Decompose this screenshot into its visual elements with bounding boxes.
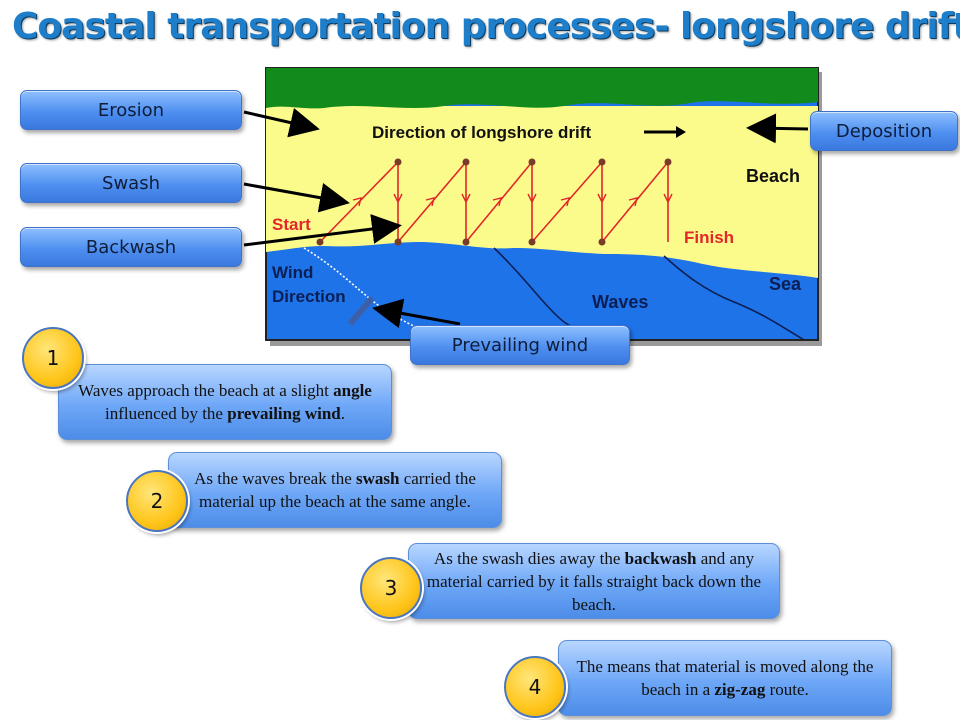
erosion-label: Erosion bbox=[20, 90, 242, 130]
note-text-part: influenced by the bbox=[104, 404, 228, 423]
note-text-part: carried the material up the beach at the… bbox=[199, 469, 476, 511]
note-text: As the waves break the swash carried the… bbox=[181, 467, 489, 513]
emphasis-text: backwash bbox=[624, 548, 697, 568]
swash-segment bbox=[465, 161, 533, 243]
swash-segment bbox=[397, 161, 467, 243]
swash-arrowhead bbox=[352, 197, 362, 207]
pebble-dot bbox=[316, 238, 324, 246]
swash-arrowhead bbox=[560, 197, 570, 207]
pebble-dot bbox=[664, 158, 672, 166]
finish-label: Finish bbox=[684, 228, 734, 247]
note-text: The means that material is moved along t… bbox=[571, 655, 879, 701]
waves-label: Waves bbox=[592, 292, 648, 312]
swash-segment bbox=[601, 161, 669, 243]
backwash-arrowhead bbox=[527, 193, 537, 204]
note-text-part: The means that material is moved along t… bbox=[576, 657, 874, 699]
emphasis-text: zig-zag bbox=[714, 680, 766, 699]
note-text-part: As the waves break the bbox=[194, 469, 356, 488]
pebble-dot bbox=[462, 238, 470, 246]
pebble-dot bbox=[394, 158, 402, 166]
drift-direction-arrowhead bbox=[676, 126, 686, 138]
swash-arrowhead bbox=[492, 197, 502, 207]
backwash-arrowhead bbox=[461, 193, 471, 204]
deposition-label: Deposition bbox=[810, 111, 958, 151]
note-text-part: Waves approach the beach at a slight bbox=[78, 381, 334, 400]
wind-direction-label: Direction bbox=[272, 287, 346, 306]
swash-arrowhead bbox=[425, 197, 435, 207]
step-2-note: As the waves break the swash carried the… bbox=[168, 452, 502, 528]
backwash-arrowhead bbox=[597, 193, 607, 204]
step-1-number: 1 bbox=[22, 327, 84, 389]
step-1-note: Waves approach the beach at a slight ang… bbox=[58, 364, 392, 440]
backwash-arrowhead bbox=[663, 193, 673, 204]
note-text: Waves approach the beach at a slight ang… bbox=[71, 379, 379, 425]
pebble-dot bbox=[528, 158, 536, 166]
land-area bbox=[266, 68, 818, 109]
note-text-part: and any material carried by it falls str… bbox=[426, 548, 762, 614]
step-2-number: 2 bbox=[126, 470, 188, 532]
step-3-number: 3 bbox=[360, 557, 422, 619]
step-4-note: The means that material is moved along t… bbox=[558, 640, 892, 716]
step-3-note: As the swash dies away the backwash and … bbox=[408, 543, 780, 619]
note-text: As the swash dies away the backwash and … bbox=[421, 547, 767, 616]
step-4-number: 4 bbox=[504, 656, 566, 718]
swash-label: Swash bbox=[20, 163, 242, 203]
wind-direction-arrow bbox=[347, 296, 375, 326]
swash-arrowhead bbox=[628, 197, 638, 207]
pebble-dot bbox=[598, 238, 606, 246]
emphasis-text: prevailing wind bbox=[227, 404, 341, 423]
sea-label: Sea bbox=[769, 274, 802, 294]
beach-label: Beach bbox=[746, 166, 800, 186]
note-text-part: . bbox=[340, 404, 346, 423]
backwash-label: Backwash bbox=[20, 227, 242, 267]
emphasis-text: swash bbox=[356, 469, 400, 488]
longshore-drift-diagram: Direction of longshore drift Beach Start… bbox=[265, 67, 822, 346]
wind-label: Wind bbox=[272, 263, 313, 282]
backwash-arrowhead bbox=[393, 193, 403, 204]
pebble-dot bbox=[598, 158, 606, 166]
emphasis-text: angle bbox=[333, 381, 372, 400]
pebble-dot bbox=[528, 238, 536, 246]
note-text-part: route. bbox=[765, 680, 809, 699]
prevailing-wind-label: Prevailing wind bbox=[410, 325, 630, 365]
swash-segment bbox=[531, 161, 603, 243]
wave-line bbox=[663, 255, 805, 341]
note-text-part: As the swash dies away the bbox=[433, 548, 625, 568]
pebble-dot bbox=[394, 238, 402, 246]
page-title: Coastal transportation processes- longsh… bbox=[12, 6, 960, 47]
direction-label: Direction of longshore drift bbox=[372, 123, 591, 142]
pebble-dot bbox=[462, 158, 470, 166]
start-label: Start bbox=[272, 215, 311, 234]
